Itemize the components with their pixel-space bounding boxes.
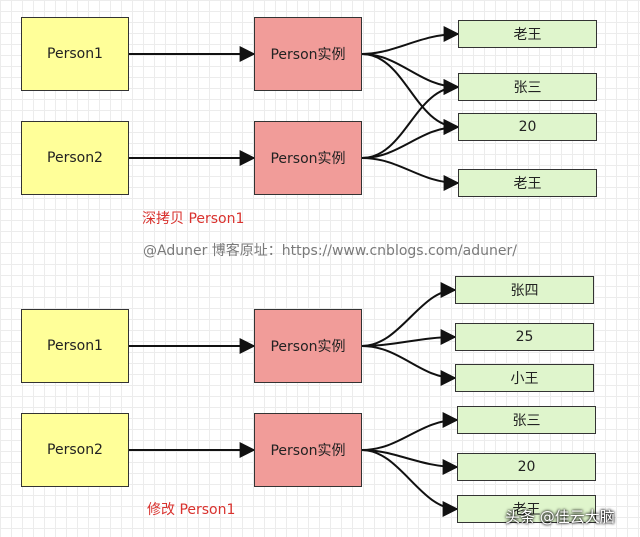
caption-deep-copy: 深拷贝 Person1 (142, 211, 245, 227)
arrow-top-i2-20 (361, 119, 460, 159)
person1-box-top: Person1 (21, 17, 129, 91)
arrow-bottom-i1-zhangsi (361, 282, 457, 347)
caption-modify: 修改 Person1 (147, 502, 236, 518)
person2-box-top: Person2 (21, 121, 129, 195)
arrow-top-i2-laowang (361, 157, 460, 191)
value-box-bottom-1: 张四 (455, 276, 594, 304)
watermark-text: 头条 @佳云大脑 (505, 508, 615, 526)
value-box-bottom-2: 25 (455, 323, 594, 351)
instance1-box-top: Person实例 (254, 17, 362, 91)
instance1-box-bottom: Person实例 (254, 309, 362, 383)
value-box-top-2: 张三 (458, 73, 597, 101)
value-box-top-1: 老王 (458, 20, 597, 48)
arrow-top-i2-zhangsan (361, 79, 460, 159)
value-box-top-3: 20 (458, 113, 597, 141)
instance2-box-top: Person实例 (254, 121, 362, 195)
arrow-bottom-i1-25 (361, 329, 457, 347)
arrow-bottom-i1-xiaowang (361, 345, 457, 386)
value-box-top-4: 老王 (458, 169, 597, 197)
credit-text: @Aduner 博客原址：https://www.cnblogs.com/adu… (143, 243, 517, 259)
value-box-bottom-5: 20 (457, 453, 596, 481)
value-box-bottom-4: 张三 (457, 406, 596, 434)
arrow-bottom-i2-zhangsan (361, 412, 459, 451)
arrow-top-i1-zhangsan (361, 53, 460, 95)
person1-box-bottom: Person1 (21, 309, 129, 383)
arrow-bottom-i2-laowang (361, 449, 459, 517)
value-box-bottom-3: 小王 (455, 364, 594, 392)
instance2-box-bottom: Person实例 (254, 413, 362, 487)
person2-box-bottom: Person2 (21, 413, 129, 487)
value-box-bottom-6: 老王 (457, 495, 596, 523)
arrow-top-i1-laowang (361, 26, 460, 55)
